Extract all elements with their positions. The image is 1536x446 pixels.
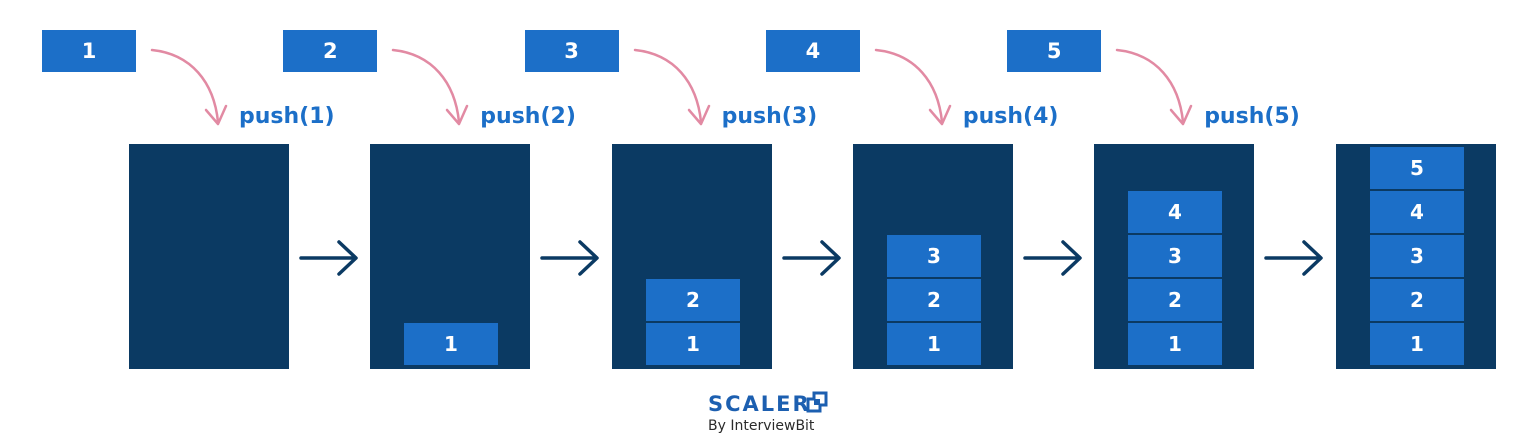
curved-arrow-icon bbox=[392, 48, 469, 126]
stack-block: 5 bbox=[1370, 147, 1464, 189]
stack-block: 3 bbox=[1128, 235, 1222, 277]
incoming-value-3: 3 bbox=[524, 30, 619, 72]
stack-state-1: 1 bbox=[370, 144, 530, 369]
scaler-logo-text: SCALER bbox=[708, 392, 811, 416]
stack-block: 4 bbox=[1370, 191, 1464, 233]
stack-block: 1 bbox=[887, 323, 981, 365]
right-arrow-icon bbox=[1264, 240, 1323, 276]
stack-block: 4 bbox=[1128, 191, 1222, 233]
stack-block: 3 bbox=[1370, 235, 1464, 277]
stack-block: 1 bbox=[404, 323, 498, 365]
push-label-3: push(3) bbox=[721, 104, 818, 129]
stack-block: 1 bbox=[1128, 323, 1222, 365]
right-arrow-icon bbox=[782, 240, 841, 276]
push-label-2: push(2) bbox=[480, 104, 576, 129]
incoming-value-1: 1 bbox=[42, 30, 136, 72]
right-arrow-icon bbox=[540, 240, 599, 276]
right-arrow-icon bbox=[299, 240, 358, 276]
stack-block: 3 bbox=[887, 235, 981, 277]
stack-block: 2 bbox=[887, 279, 981, 321]
scaler-logo-icon bbox=[806, 391, 828, 413]
stack-block: 2 bbox=[1370, 279, 1464, 321]
stack-block: 1 bbox=[646, 323, 740, 365]
stack-block: 2 bbox=[646, 279, 740, 321]
scaler-logo-tagline: By InterviewBit bbox=[708, 418, 815, 434]
curved-arrow-icon bbox=[874, 48, 952, 126]
push-label-4: push(4) bbox=[962, 104, 1059, 129]
right-arrow-icon bbox=[1023, 240, 1082, 276]
incoming-value-5: 5 bbox=[1007, 30, 1102, 72]
push-label-1: push(1) bbox=[239, 104, 335, 129]
curved-arrow-icon bbox=[633, 48, 710, 126]
curved-arrow-icon bbox=[1115, 48, 1193, 126]
incoming-value-2: 2 bbox=[283, 30, 378, 72]
stack-block: 2 bbox=[1128, 279, 1222, 321]
stack-block: 1 bbox=[1370, 323, 1464, 365]
curved-arrow-icon bbox=[150, 48, 228, 126]
stack-state-0 bbox=[129, 144, 289, 369]
incoming-value-4: 4 bbox=[765, 30, 860, 72]
push-label-5: push(5) bbox=[1204, 104, 1300, 129]
